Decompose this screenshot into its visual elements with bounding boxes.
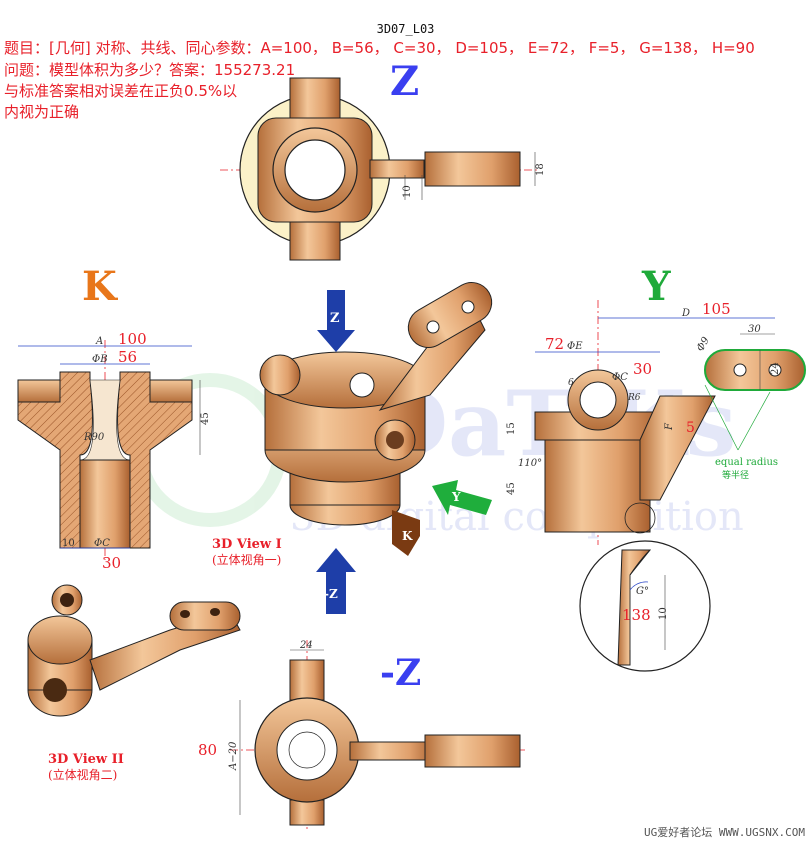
y-dim-15: 15	[506, 422, 517, 435]
view1-subtitle: (立体视角一)	[212, 552, 281, 567]
top-dim-10: 10	[402, 185, 413, 198]
y-dim-C-value: 30	[633, 360, 652, 378]
arrow-neg-z-label: -Z	[324, 587, 338, 601]
view-label-z: Z	[390, 58, 419, 105]
y-dim-F-value: 5	[686, 420, 695, 436]
y-equal-radius-cn: 等半径	[722, 469, 749, 481]
bottom-neg-z-view: 24 A−20 80	[198, 640, 525, 830]
y-side-view: D 105 30 Φ9 72 ΦE ΦC 30 6 R6 24 15 F 5 1…	[506, 300, 806, 545]
arrow-y-label: Y	[451, 490, 461, 504]
bz-dim-24: 24	[299, 640, 313, 651]
y-dim-phi9: Φ9	[695, 335, 712, 354]
3d-view-2	[27, 584, 241, 717]
k-dim-C: ΦC	[94, 538, 110, 549]
k-section-view: A 100 ΦB 56 45 R90 10 ΦC 30	[17, 330, 211, 572]
bz-dim-A20-value: 80	[198, 741, 217, 759]
arrow-k-label: K	[402, 529, 413, 543]
detail-10: 10	[658, 607, 669, 620]
k-dim-A: A	[95, 336, 103, 347]
detail-view: G° 138 10	[579, 540, 711, 672]
k-dim-C-value: 30	[102, 554, 121, 572]
view-label-neg-z: -Z	[380, 652, 421, 694]
top-dim-18: 18	[535, 163, 546, 176]
k-dim-R90: R90	[83, 432, 105, 443]
y-dim-D: D	[681, 308, 690, 319]
k-dim-B: ΦB	[92, 354, 108, 365]
k-dim-B-value: 56	[118, 348, 137, 366]
top-z-view: 10 18	[220, 77, 546, 261]
y-dim-D-value: 105	[702, 300, 731, 318]
arrow-z: Z	[317, 290, 355, 352]
k-dim-10: 10	[62, 538, 75, 549]
y-dim-F: F	[664, 422, 675, 431]
y-dim-24: 24	[770, 362, 781, 375]
arrow-neg-z: -Z	[316, 548, 356, 614]
detail-G-value: 138	[622, 606, 651, 624]
footer-watermark: UG爱好者论坛 WWW.UGSNX.COM	[644, 826, 805, 839]
y-dim-30: 30	[748, 324, 761, 335]
3d-view-1	[259, 282, 493, 526]
view2-title: 3D View II	[48, 752, 124, 767]
view-label-y: Y	[641, 263, 671, 310]
detail-G: G°	[636, 586, 649, 597]
k-dim-45: 45	[200, 412, 211, 425]
arrow-y: Y	[432, 480, 492, 515]
y-dim-E-value: 72	[545, 335, 564, 353]
view-label-k: K	[82, 263, 118, 310]
y-dim-6: 6	[568, 378, 574, 388]
arrow-z-label: Z	[330, 311, 340, 326]
arrow-k: K	[392, 510, 420, 556]
view1-title: 3D View I	[212, 537, 282, 552]
y-dim-45: 45	[506, 482, 517, 495]
k-dim-A-value: 100	[118, 330, 147, 348]
view2-subtitle: (立体视角二)	[48, 767, 117, 782]
y-dim-110: 110°	[518, 458, 542, 469]
y-dim-E: ΦE	[567, 341, 583, 352]
y-equal-radius: equal radius	[715, 457, 778, 468]
bz-dim-A20: A−20	[228, 741, 239, 771]
y-dim-R6: R6	[627, 393, 641, 403]
y-dim-C: ΦC	[612, 372, 628, 383]
